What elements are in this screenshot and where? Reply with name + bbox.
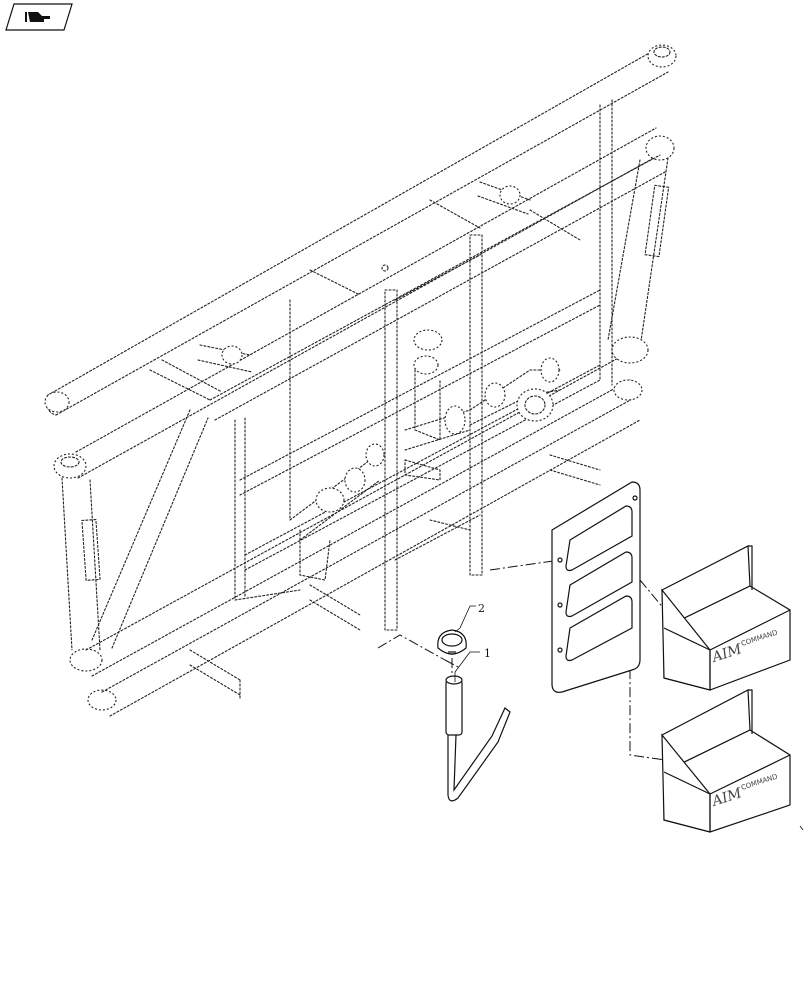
corner-mark bbox=[799, 825, 804, 831]
aim-command-box-lower: AIM COMMAND bbox=[661, 689, 791, 833]
svg-text:1: 1 bbox=[484, 647, 491, 660]
aim-command-box-upper: AIM COMMAND bbox=[661, 545, 791, 691]
part-2-clamp bbox=[437, 629, 467, 655]
hand-pointing-icon[interactable] bbox=[5, 3, 73, 31]
mounting-plate bbox=[551, 481, 641, 693]
part-1-bent-pipe bbox=[445, 675, 511, 802]
callout-1: 1 bbox=[454, 647, 491, 682]
svg-text:2: 2 bbox=[478, 602, 485, 615]
callout-2: 2 bbox=[454, 602, 485, 633]
assembly-lines bbox=[377, 559, 666, 761]
boom-frame bbox=[44, 44, 677, 717]
